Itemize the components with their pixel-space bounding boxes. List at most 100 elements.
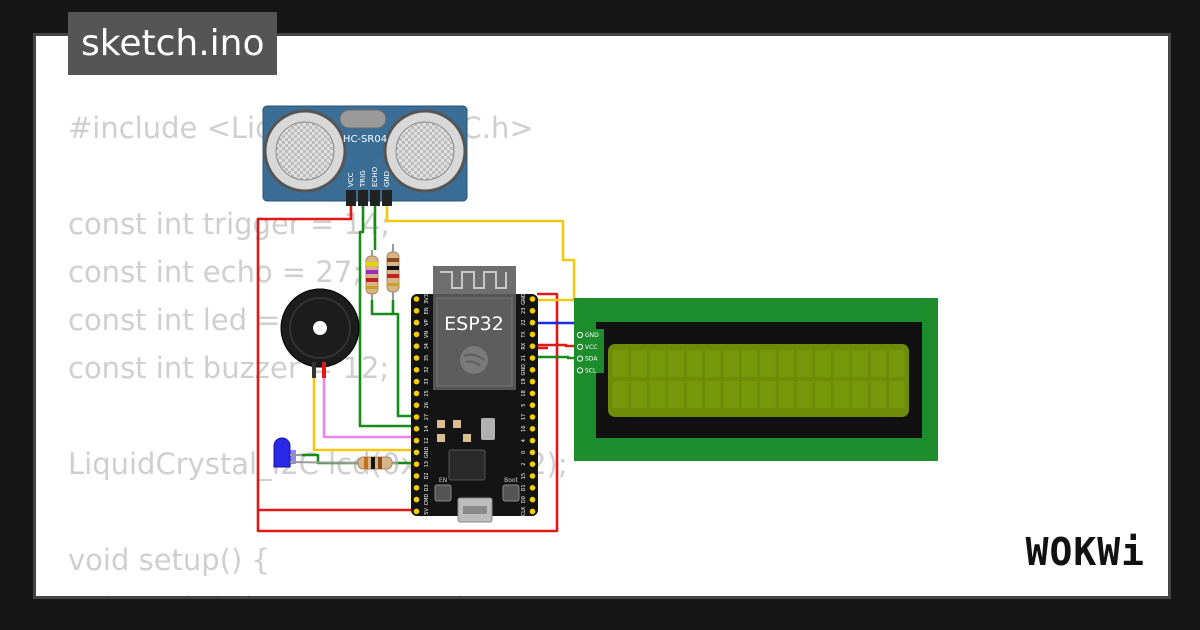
header-pin[interactable] [529,331,536,338]
lcd-cell [870,381,886,408]
header-pin[interactable] [529,426,536,432]
header-pin-label: 13 [424,461,430,467]
header-pin[interactable] [413,461,420,468]
header-pin-label: 12 [424,437,430,443]
resistor-echo[interactable] [386,244,400,300]
header-pin[interactable] [529,437,536,444]
header-pin[interactable] [413,485,420,491]
header-pin-label: 14 [424,426,430,432]
header-pin[interactable] [529,496,536,503]
buzzer[interactable] [280,288,360,378]
header-pin[interactable] [413,414,420,420]
resistor-led[interactable] [352,456,398,470]
ultrasonic-sensor[interactable]: HC-SR04 VCC TRIG ECHO GND [262,105,468,206]
header-pin-label: VN [424,331,430,338]
header-pin[interactable] [413,331,420,338]
header-pin[interactable] [413,355,420,361]
lcd-pin[interactable] [576,355,584,362]
header-pin[interactable] [413,308,420,314]
header-pin[interactable] [529,343,536,350]
lcd-cell [668,381,684,408]
header-pin[interactable] [413,496,420,503]
lcd-cell [613,350,629,377]
header-pin-label: 22 [521,319,527,325]
lcd-cell [686,381,702,408]
lcd-pin[interactable] [576,331,584,339]
code-line: const int trigger = 14; [68,207,391,241]
wire-echo-green [370,205,416,418]
header-pin-label: 3V3 [424,294,430,304]
lcd-cell [686,350,702,377]
lcd-pin[interactable] [576,367,584,374]
header-pin[interactable] [529,296,536,302]
header-pin-label: GND [521,293,527,305]
lcd-pin-label: GND [585,332,599,339]
lcd-cell [649,381,666,408]
header-pin[interactable] [529,449,536,456]
wire-buzzer-yellow [312,375,416,452]
header-pin[interactable] [413,296,420,302]
header-pin[interactable] [413,343,420,350]
en-button-label: EN [439,477,447,484]
header-pin[interactable] [413,390,420,397]
wokwi-logo: WOKWi [1025,530,1145,574]
header-pin[interactable] [529,378,536,385]
lcd-pin-label: SCL [585,367,597,374]
header-pin[interactable] [413,319,420,326]
lcd-cell [833,381,850,408]
header-pin[interactable] [413,449,420,456]
led-blue[interactable] [273,437,353,468]
header-pin[interactable] [529,461,536,468]
header-pin-label: 26 [424,402,430,408]
header-pin-label: RX [521,342,527,349]
sensor-pin-label: VCC [347,172,355,187]
lcd-cell [760,350,776,377]
lcd-cell [613,381,629,408]
header-pin-label: 17 [521,414,527,420]
lcd-cell [778,381,794,408]
header-pin[interactable] [529,319,536,326]
header-pin[interactable] [413,426,420,432]
en-button[interactable] [434,484,452,502]
lcd-cell [723,381,739,408]
header-pin[interactable] [413,473,420,479]
header-pin[interactable] [529,367,536,373]
wire-buzzer-pink [322,375,416,439]
header-pin[interactable] [413,378,420,385]
header-pin[interactable] [529,508,536,515]
header-pin-label: 27 [424,414,430,420]
header-pin-label: D2 [424,472,430,479]
lcd-pin[interactable] [576,343,584,350]
header-pin-label: 25 [424,390,430,396]
header-pin-label: CLK [521,506,527,516]
header-pin[interactable] [529,473,536,479]
header-pin-label: 5 [521,404,527,407]
lcd-cell [815,381,831,408]
resistor-trig[interactable] [365,250,379,300]
lcd-cell [741,381,758,408]
lcd-cell [852,350,868,377]
header-pin-label: 35 [424,355,430,361]
header-pin[interactable] [529,308,536,314]
esp32-board[interactable]: ESP32 EN Boot 3V3ENVPVN34353233252627141… [411,266,538,523]
header-pin[interactable] [529,390,536,397]
header-pin[interactable] [413,367,420,373]
header-pin-label: 15 [521,473,527,479]
boot-button[interactable] [502,484,520,502]
header-pin-label: 34 [424,343,430,349]
header-pin[interactable] [529,414,536,420]
header-pin-label: 32 [424,367,430,373]
sensor-pins [346,190,392,206]
lcd-cell [870,350,886,377]
header-pin-label: 21 [521,355,527,361]
header-pin[interactable] [413,402,420,409]
header-pin[interactable] [413,437,420,444]
lcd-cell [705,381,721,408]
header-pin[interactable] [529,402,536,409]
header-pin[interactable] [413,508,420,515]
header-pin[interactable] [529,355,536,361]
header-pin[interactable] [529,485,536,491]
